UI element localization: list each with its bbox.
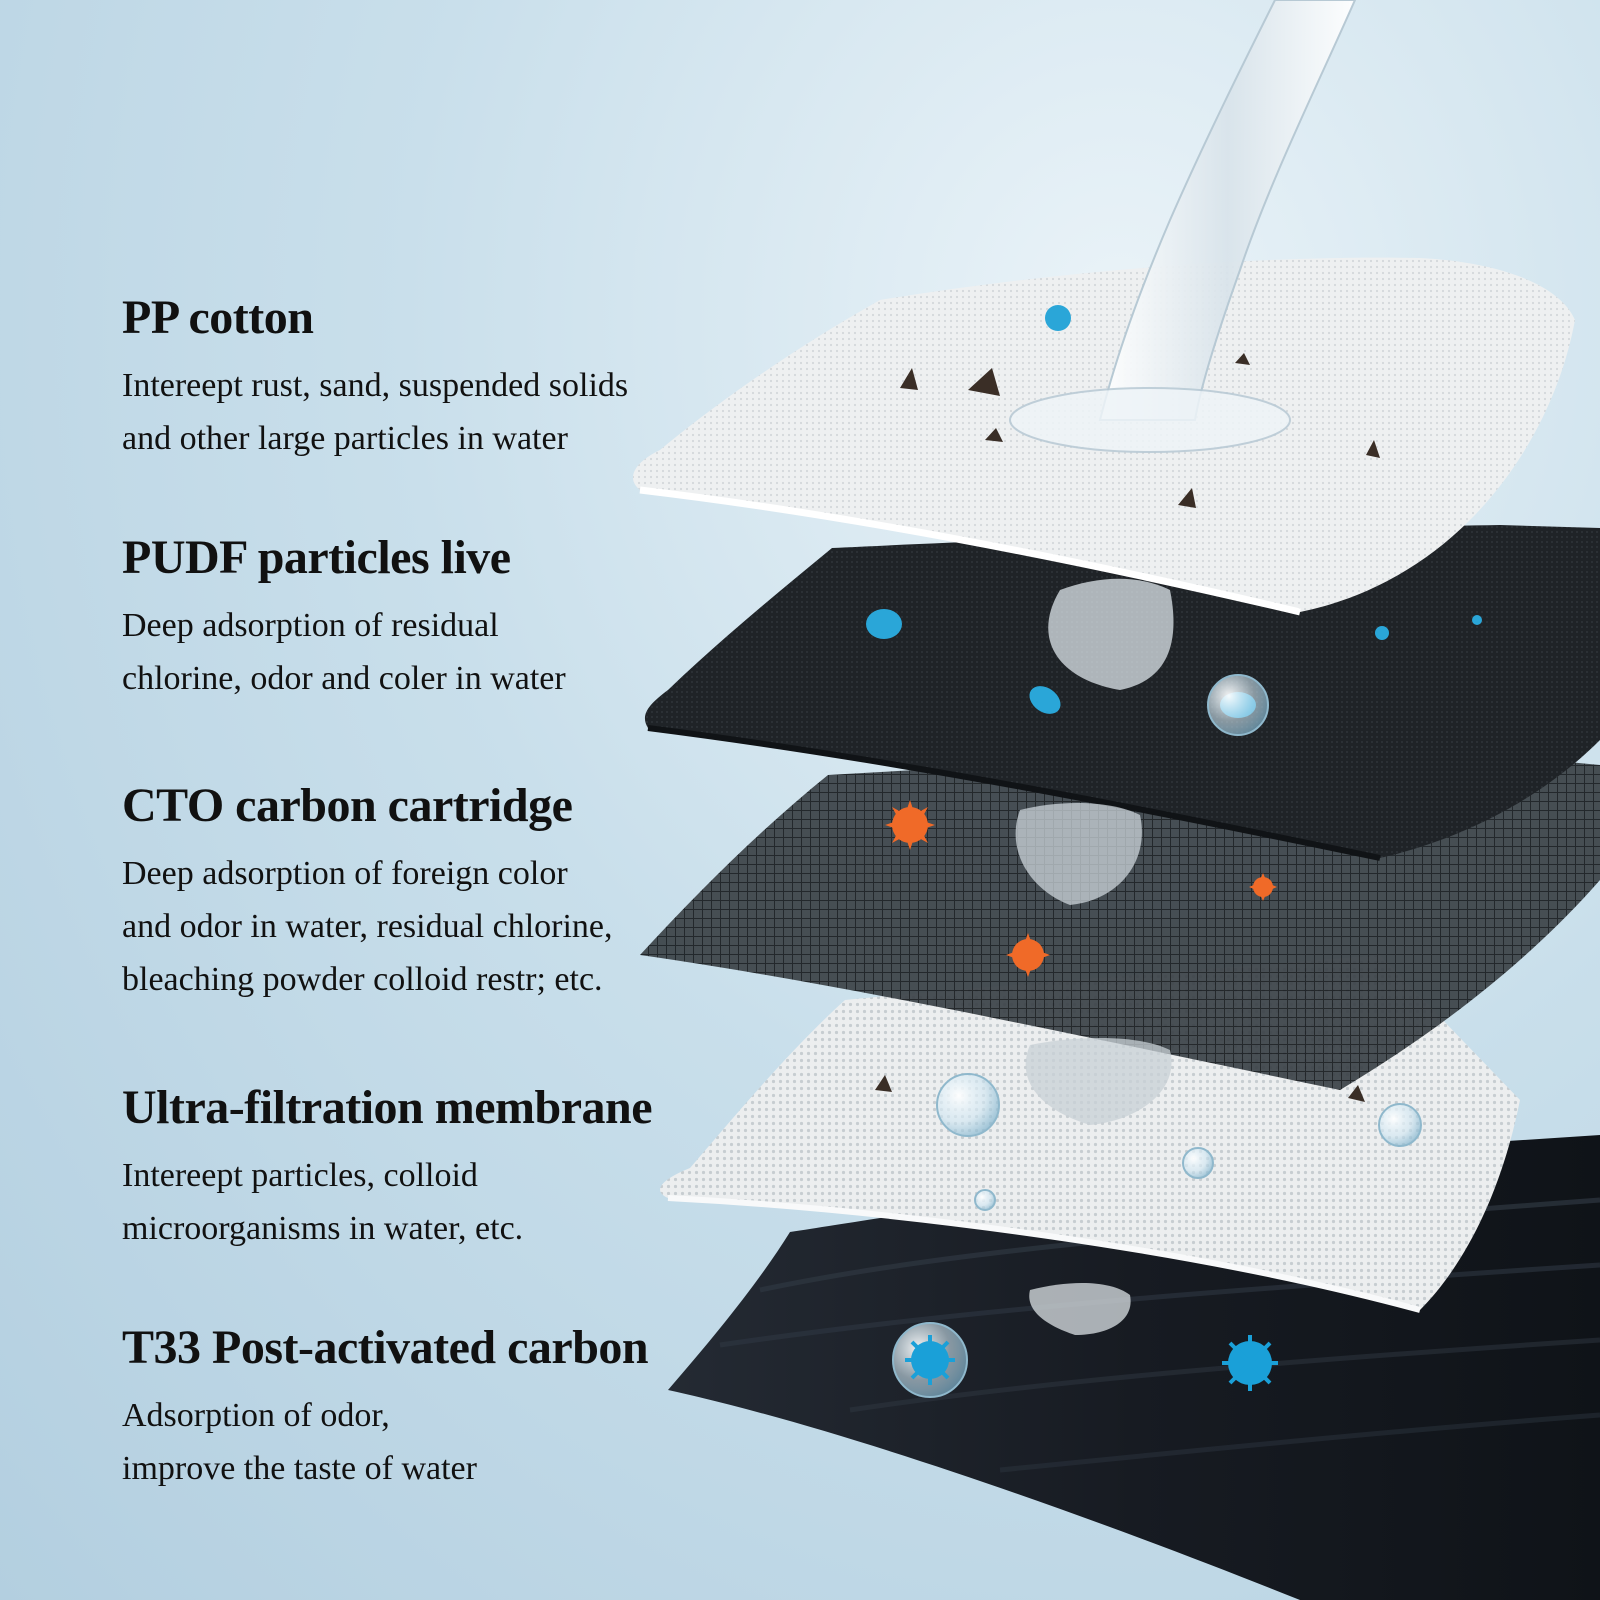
layer-title: PUDF particles live (122, 531, 511, 584)
description-line: Adsorption of odor, (122, 1396, 390, 1434)
pudf-layer (644, 525, 1600, 861)
layer-info-cto-carbon: CTO carbon cartridge Deep adsorption of … (122, 779, 762, 1006)
virus-icon (905, 1335, 1278, 1391)
layer-info-t33-carbon: T33 Post-activated carbon Adsorption of … (122, 1321, 762, 1495)
layer-description: Adsorption of odor, improve the taste of… (122, 1389, 762, 1495)
bacteria-icon (885, 800, 1277, 977)
description-line: Deep adsorption of residual (122, 606, 499, 644)
layer-info-pp-cotton: PP cotton Intereept rust, sand, suspende… (122, 291, 762, 465)
layer-info-pudf: PUDF particles live Deep adsorption of r… (122, 531, 762, 705)
description-line: and other large particles in water (122, 419, 568, 457)
layer-title: Ultra-filtration membrane (122, 1081, 653, 1134)
layer-description: Intereept rust, sand, suspended solids a… (122, 359, 762, 465)
layer-title: T33 Post-activated carbon (122, 1321, 649, 1374)
description-line: improve the taste of water (122, 1449, 477, 1487)
description-line: Deep adsorption of foreign color (122, 854, 568, 892)
layer-description: Deep adsorption of foreign color and odo… (122, 847, 762, 1006)
description-line: Intereept particles, colloid (122, 1156, 478, 1194)
layer-info-ultra-filtration: Ultra-filtration membrane Intereept part… (122, 1081, 762, 1255)
layer-description: Intereept particles, colloid microorgani… (122, 1149, 762, 1255)
sediment-particle-icon (875, 353, 1380, 1102)
water-stream-icon (1009, 0, 1357, 1335)
layer-description: Deep adsorption of residual chlorine, od… (122, 599, 762, 705)
description-line: Intereept rust, sand, suspended solids (122, 366, 629, 404)
layer-title: PP cotton (122, 291, 314, 344)
description-line: microorganisms in water, etc. (122, 1209, 524, 1247)
layer-title: CTO carbon cartridge (122, 779, 573, 832)
description-line: and odor in water, residual chlorine, (122, 907, 613, 945)
description-line: chlorine, odor and coler in water (122, 659, 566, 697)
description-line: bleaching powder colloid restr; etc. (122, 960, 603, 998)
